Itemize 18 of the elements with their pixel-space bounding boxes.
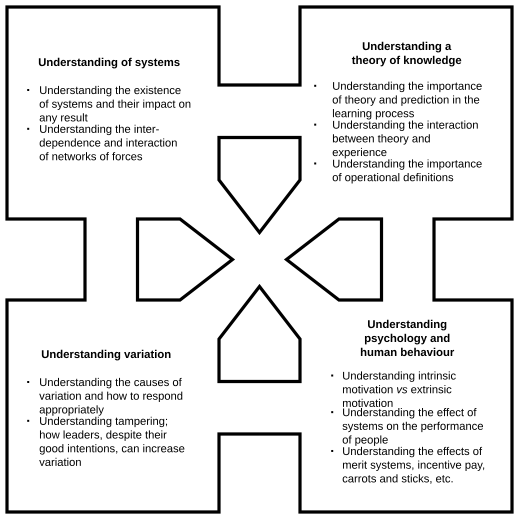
list-item: Understanding the effects of merit systems, incentive pay, carrots and sticks, etc. (342, 446, 484, 484)
list-item: Understanding the inter-dependence and interaction of networks of forces (40, 124, 177, 160)
list-item: Understanding intrinsic motivation vs extrinsic motivation (342, 371, 456, 408)
list-item: Understanding the importance of theory and prediction in the learning process (332, 82, 482, 120)
heading: Understanding of systems (38, 58, 180, 68)
list-item: Understanding the interaction between theory and experience (332, 120, 478, 158)
list-item: Understanding tampering; how leaders, despite their good intentions, can increase variation (39, 416, 184, 466)
quadrant-panel (260, 260, 514, 514)
quadrant-panel (260, 5, 514, 260)
heading: Understanding a theory of knowledge (352, 42, 462, 66)
quadrant-panel (5, 5, 260, 260)
list-item: Understanding the causes of variation and how to respond appropriately (39, 378, 182, 416)
heading: Understanding variation (42, 350, 170, 360)
list-item: Understanding the effect of systems on the performance of people (342, 408, 483, 446)
heading: Understanding psychology and human behaviour (360, 320, 454, 356)
list-item: Understanding the importance of operational definitions (332, 159, 482, 184)
quadrant-panel (5, 260, 260, 514)
list-item: Understanding the existence of systems and their impact on any result (40, 86, 190, 124)
